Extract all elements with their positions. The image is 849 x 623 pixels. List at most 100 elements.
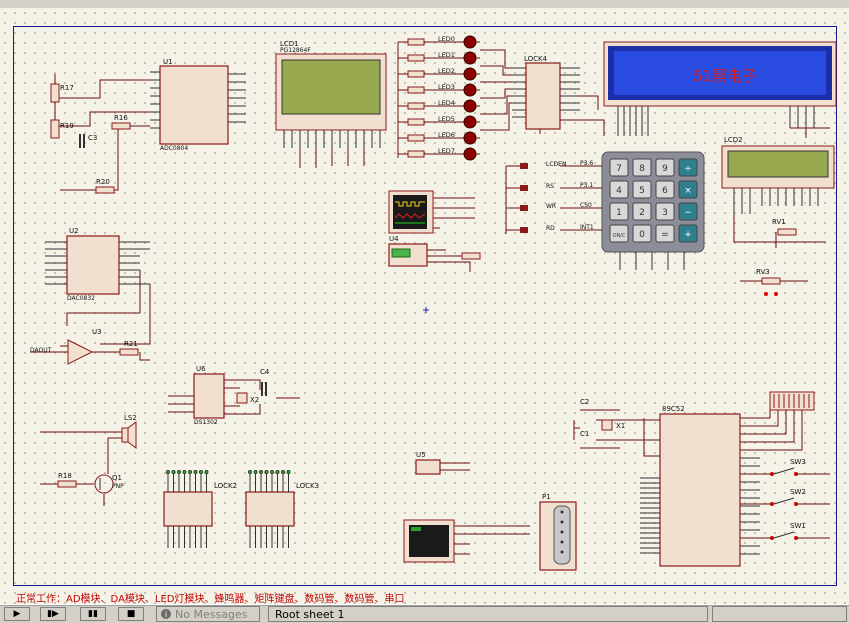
keypad-key-label: 3	[662, 208, 668, 218]
u3-opamp[interactable]: U3	[67, 328, 102, 365]
ls2-label: LS2	[124, 414, 137, 422]
r18-label: R18	[58, 472, 72, 480]
u6-rtc-chip[interactable]: U6 DS1302	[193, 365, 225, 426]
sw1-switch[interactable]: SW1	[770, 522, 806, 540]
pause-button[interactable]: ▮▮	[80, 607, 106, 621]
sw3-switch[interactable]: SW3	[770, 458, 806, 476]
led-4[interactable]: LED4	[407, 99, 480, 113]
u2-dac-chip[interactable]: U2 DAC0832	[45, 227, 150, 302]
step-button[interactable]: ▮▶	[40, 607, 66, 621]
lcd-display-text: 51黑电子	[693, 67, 757, 85]
keypad-key[interactable]: 3	[655, 202, 675, 221]
r0-resistor[interactable]	[461, 252, 481, 260]
x2-crystal[interactable]: X2	[236, 392, 259, 404]
schematic-canvas[interactable]: .w{stroke:#6b0f0f;stroke-width:1;fill:no…	[0, 8, 849, 605]
r16-label: R16	[114, 114, 128, 122]
c1-capacitor[interactable]: C1	[580, 430, 589, 438]
lcd2-text-display[interactable]: LCD2	[721, 136, 835, 214]
r21-resistor[interactable]: R21	[119, 340, 139, 356]
keypad-key[interactable]: 9	[655, 158, 675, 177]
lock3-label: LOCK3	[296, 482, 319, 490]
keypad-key-label: =	[661, 230, 669, 240]
keypad-key[interactable]: 0	[632, 224, 652, 243]
led-2[interactable]: LED2	[407, 67, 480, 81]
q1-transistor[interactable]: Q1 PNP	[94, 474, 124, 494]
led-5[interactable]: LED5	[407, 115, 480, 129]
lcd1-graphic-display[interactable]: LCD1 PG12864F	[275, 40, 387, 148]
keypad-key-label: 9	[662, 164, 668, 174]
r20-resistor[interactable]: R20	[95, 178, 115, 194]
keypad-key[interactable]: ON/C	[609, 224, 629, 243]
keypad-key[interactable]: 6	[655, 180, 675, 199]
messages-panel[interactable]: i No Messages	[156, 606, 260, 622]
r19-label: R19	[60, 122, 74, 130]
ls2-speaker[interactable]: LS2	[121, 414, 137, 449]
sheet-status-note: 正常工作：AD模块、DA模块、LED灯模块、蜂鸣器、矩阵键盘、数码管、数码管、串…	[16, 594, 405, 605]
led-3[interactable]: LED3	[407, 83, 480, 97]
rv1-pot[interactable]: RV1	[772, 218, 797, 236]
label-wr: WR	[546, 203, 556, 210]
u5-eeprom-chip[interactable]: U5	[415, 451, 441, 475]
lock3-latch-chip[interactable]: LOCK3	[245, 482, 319, 527]
led-label: LED1	[438, 51, 455, 59]
sw2-switch[interactable]: SW2	[770, 488, 806, 506]
c3-label: C3	[88, 134, 97, 142]
led-label: LED5	[438, 115, 455, 123]
keypad-key[interactable]: ÷	[678, 158, 698, 177]
u5-label: U5	[416, 451, 426, 459]
keypad-key[interactable]: ×	[678, 180, 698, 199]
mcu-89c52[interactable]: 89C52	[640, 405, 760, 567]
keypad-key-label: 8	[639, 164, 645, 174]
keypad-key-label: ÷	[684, 164, 692, 174]
keypad-key-label: +	[684, 230, 692, 240]
lock4-latch-chip[interactable]: LOCK4	[512, 55, 580, 130]
keypad-key[interactable]: 1	[609, 202, 629, 221]
keypad-key[interactable]: 2	[632, 202, 652, 221]
label-rs: RS	[546, 183, 554, 190]
u4-temp-sensor[interactable]: U4	[388, 235, 428, 267]
keypad-key[interactable]: −	[678, 202, 698, 221]
r17-resistor[interactable]: R17	[50, 83, 74, 103]
info-icon: i	[161, 609, 171, 619]
x1-crystal[interactable]: X1	[601, 419, 625, 431]
rv3-pot[interactable]: RV3	[756, 268, 781, 296]
keypad-key[interactable]: 8	[632, 158, 652, 177]
led-0[interactable]: LED0	[407, 35, 480, 49]
led-label: LED6	[438, 131, 455, 139]
main-lcd-16x2[interactable]: 51黑电子	[603, 41, 837, 136]
led-6[interactable]: LED6	[407, 131, 480, 145]
compim-serial-port[interactable]: P1	[539, 493, 577, 571]
q1-label: Q1	[112, 474, 122, 482]
lcd2-label: LCD2	[724, 136, 743, 144]
keypad-key-label: 0	[639, 230, 645, 240]
led-7[interactable]: LED7	[407, 147, 480, 161]
r19-resistor[interactable]: R19	[50, 119, 74, 139]
keypad-key[interactable]: 5	[632, 180, 652, 199]
lock2-latch-chip[interactable]: LOCK2	[163, 482, 237, 527]
sheet-name-field[interactable]: Root sheet 1	[268, 606, 708, 622]
u1-adc-chip[interactable]: U1 ADC0804	[150, 58, 246, 152]
keypad-key[interactable]: 4	[609, 180, 629, 199]
keypad-key[interactable]: 7	[609, 158, 629, 177]
c4-capacitor[interactable]: C4	[260, 368, 270, 396]
keypad-key-label: ON/C	[613, 233, 626, 239]
resistor-pack[interactable]	[769, 391, 815, 411]
virtual-terminal[interactable]	[403, 519, 455, 563]
r16-resistor[interactable]: R16	[111, 114, 131, 130]
oscilloscope-instrument[interactable]	[388, 190, 434, 234]
led-label: LED0	[438, 35, 455, 43]
play-button[interactable]: ▶	[4, 607, 30, 621]
keypad-key[interactable]: +	[678, 224, 698, 243]
r20-label: R20	[96, 178, 110, 186]
stop-button[interactable]: ■	[118, 607, 144, 621]
c3-capacitor[interactable]: C3	[79, 134, 97, 148]
keypad-key[interactable]: =	[655, 224, 675, 243]
r18-resistor[interactable]: R18	[57, 472, 77, 488]
c2-label: C2	[580, 398, 589, 406]
keypad-key-label: ×	[684, 186, 692, 196]
led-1[interactable]: LED1	[407, 51, 480, 65]
sw2-label: SW2	[790, 488, 806, 496]
c2-capacitor[interactable]: C2	[580, 398, 589, 406]
